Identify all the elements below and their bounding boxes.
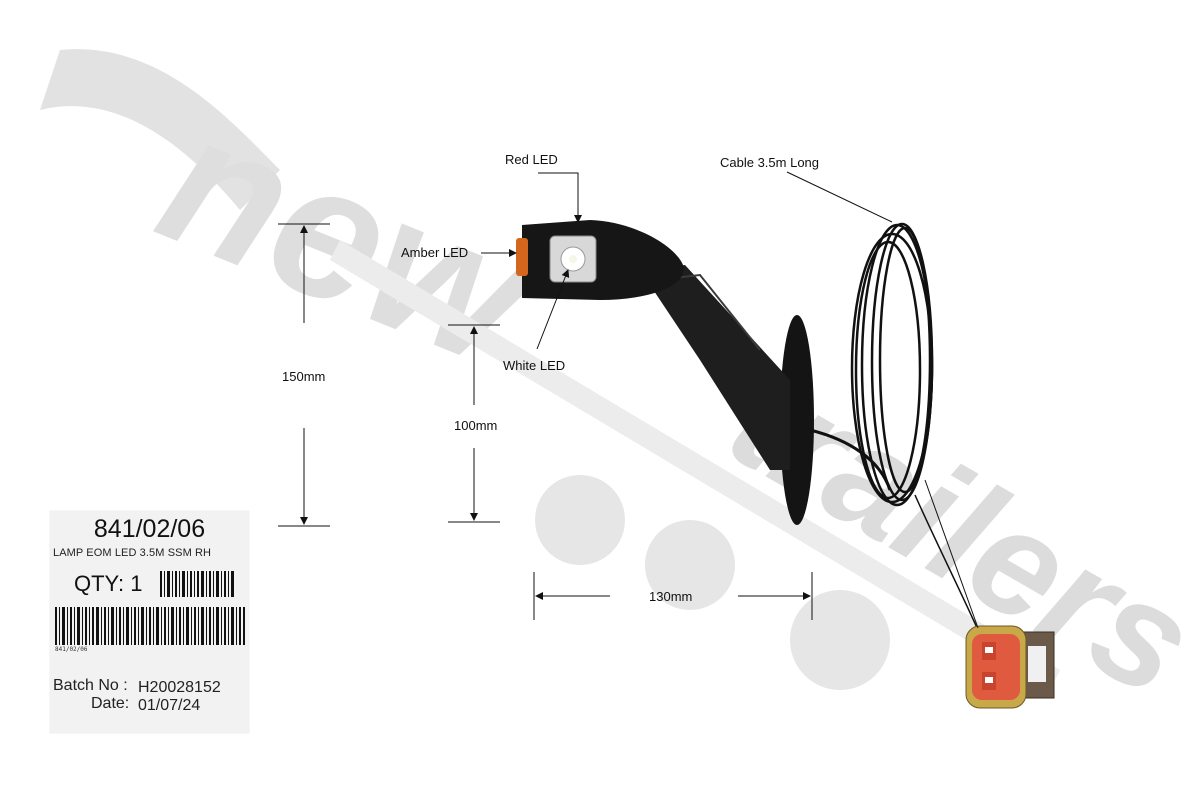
- watermark-swoosh: [40, 49, 280, 211]
- watermark-dot-1: [535, 475, 625, 565]
- red-led-label: Red LED: [505, 152, 558, 167]
- mounting-plate: [780, 315, 814, 525]
- barcode-text: 841/02/06: [55, 646, 88, 653]
- connector: [965, 625, 1055, 709]
- qty-barcode: [160, 571, 234, 597]
- lamp-head: [522, 220, 684, 300]
- batch-value: H20028152: [138, 679, 221, 696]
- part-description: LAMP EOM LED 3.5M SSM RH: [53, 547, 212, 559]
- quantity: QTY: 1: [74, 571, 143, 596]
- cable-label: Cable 3.5m Long: [720, 155, 820, 170]
- watermark-stripe: [330, 240, 1060, 690]
- red-led-leader: [538, 172, 582, 223]
- connector-cable: [914, 494, 979, 631]
- lamp-arm: [640, 265, 790, 470]
- amber-lens: [516, 238, 528, 276]
- part-label-sticker: 841/02/06 LAMP EOM LED 3.5M SSM RH QTY: …: [50, 511, 249, 733]
- cable-coil: [850, 222, 934, 507]
- date-value: 01/07/24: [138, 697, 201, 714]
- dim-130-label: 130mm: [649, 589, 693, 604]
- watermark-dot-2: [645, 520, 735, 610]
- watermark-dot-3: [790, 590, 890, 690]
- dim-150-label: 150mm: [282, 369, 326, 384]
- part-barcode: [55, 607, 245, 645]
- white-led-leader: [536, 269, 570, 350]
- white-led-label: White LED: [503, 358, 566, 373]
- cable-leader: [786, 171, 893, 223]
- batch-label: Batch No :: [53, 677, 128, 694]
- part-number: 841/02/06: [93, 515, 206, 543]
- dim-100-label: 100mm: [454, 418, 498, 433]
- amber-led-label: Amber LED: [401, 245, 469, 260]
- connector-leader: [924, 479, 979, 629]
- date-label: Date:: [91, 695, 130, 712]
